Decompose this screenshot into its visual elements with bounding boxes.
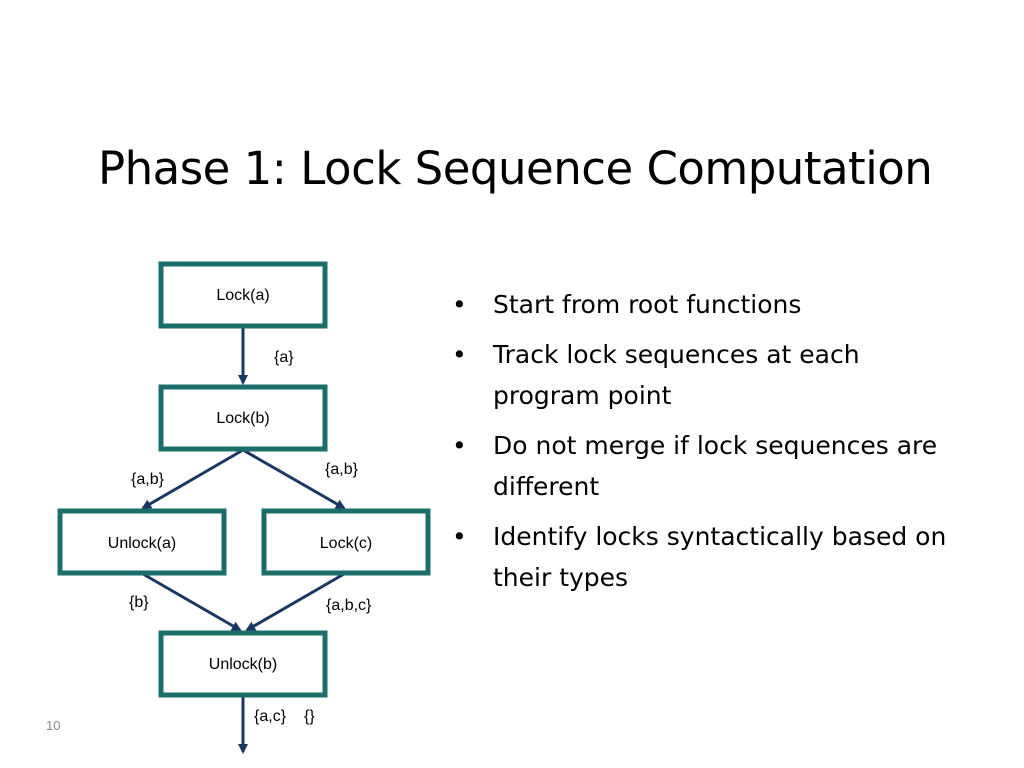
slide-page-number: 10 [46, 718, 61, 733]
edge-label-lock-c-to-unlock-b: {a,b,c} [326, 597, 372, 614]
bullet-text: Do not merge if lock sequences are diffe… [493, 431, 938, 501]
bullet-item: • Start from root functions [452, 284, 972, 325]
edge-lock-b-to-unlock-a [141, 448, 244, 510]
node-label: Lock(c) [320, 535, 372, 552]
edge-unlock-a-to-unlock-b [142, 572, 242, 632]
bullet-dot: • [452, 431, 467, 460]
slide-title: Phase 1: Lock Sequence Computation [98, 142, 933, 195]
node-unlock-b: Unlock(b) [158, 630, 328, 698]
node-unlock-a: Unlock(a) [57, 508, 227, 576]
edge-label-lock-a-to-lock-b: {a} [274, 349, 294, 366]
bullet-dot: • [452, 290, 467, 319]
bullet-text: Track lock sequences at each program poi… [493, 340, 860, 410]
node-lock-b: Lock(b) [158, 384, 328, 452]
edge-label-unlock-b-out-1: {a,c} [254, 708, 287, 725]
edge-label-lock-b-to-unlock-a: {a,b} [131, 471, 165, 488]
bullet-dot: • [452, 340, 467, 369]
node-lock-a: Lock(a) [158, 261, 328, 329]
bullet-item: • Do not merge if lock sequences are diff… [452, 425, 972, 507]
edge-label-lock-b-to-lock-c: {a,b} [325, 461, 359, 478]
edge-label-unlock-a-to-unlock-b: {b} [129, 594, 149, 611]
node-label: Lock(b) [216, 410, 269, 427]
bullet-dot: • [452, 522, 467, 551]
edge-lock-c-to-unlock-b [245, 572, 345, 632]
bullet-item: • Track lock sequences at each program po… [452, 334, 972, 416]
bullet-item: • Identify locks syntactically based on t… [452, 516, 972, 598]
bullet-list: • Start from root functions • Track lock s… [452, 284, 972, 607]
node-label: Unlock(a) [108, 535, 176, 552]
node-label: Lock(a) [216, 287, 269, 304]
bullet-text: Identify locks syntactically based on th… [493, 522, 947, 592]
edge-label-unlock-b-out-2: {} [304, 708, 315, 725]
node-label: Unlock(b) [209, 656, 277, 673]
bullet-text: Start from root functions [493, 290, 802, 319]
node-lock-c: Lock(c) [261, 508, 431, 576]
edge-lock-b-to-lock-c [242, 448, 346, 510]
